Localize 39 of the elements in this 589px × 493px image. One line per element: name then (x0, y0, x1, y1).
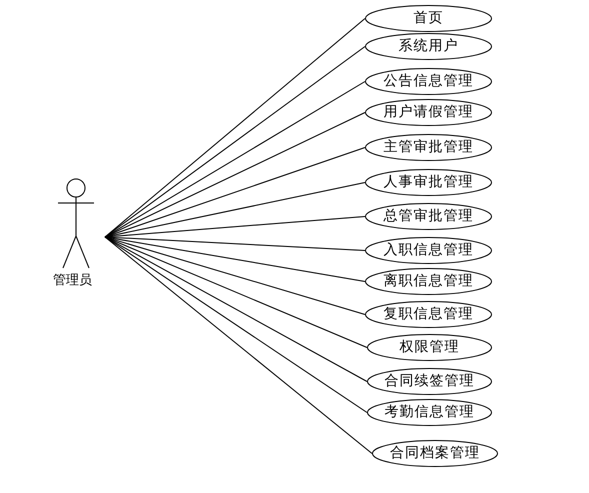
association-line (104, 236, 366, 315)
use-case-label: 主管审批管理 (384, 138, 474, 157)
use-case-ellipse (365, 33, 492, 60)
association-line (104, 236, 368, 413)
association-line (104, 182, 366, 238)
use-case-ellipse (365, 68, 492, 95)
use-case-label: 人事审批管理 (384, 173, 474, 192)
use-case-ellipse (372, 440, 498, 467)
use-case-ellipse (365, 268, 492, 295)
use-case-label: 用户请假管理 (384, 103, 474, 122)
use-case-label: 入职信息管理 (384, 241, 474, 260)
association-line (104, 236, 366, 282)
use-case-label: 合同续签管理 (384, 372, 474, 391)
use-case-label: 公告信息管理 (384, 72, 474, 91)
association-line (104, 81, 366, 238)
use-case-ellipse (365, 169, 492, 196)
association-line (104, 236, 368, 382)
use-case-label: 系统用户 (398, 37, 458, 56)
use-case-label: 复职信息管理 (384, 305, 474, 324)
use-case-ellipse (367, 399, 492, 426)
use-case-ellipse (365, 203, 492, 230)
association-line (104, 236, 372, 454)
use-case-label: 考勤信息管理 (384, 403, 474, 422)
use-case-label: 离职信息管理 (384, 272, 474, 291)
use-case-ellipse (367, 334, 492, 361)
use-case-label: 总管审批管理 (384, 207, 474, 226)
association-line (104, 112, 366, 238)
use-case-ellipse (365, 134, 492, 161)
use-case-ellipse (365, 301, 492, 328)
use-case-label: 首页 (414, 9, 444, 28)
use-case-label: 合同档案管理 (390, 444, 480, 463)
use-case-ellipse (367, 368, 492, 395)
use-case-label: 权限管理 (400, 338, 460, 357)
use-case-ellipse (365, 237, 492, 264)
association-line (104, 236, 368, 348)
use-case-ellipse (365, 5, 492, 32)
association-line (104, 147, 366, 238)
use-case-ellipse (365, 99, 492, 126)
actor-label: 管理员 (53, 272, 92, 290)
